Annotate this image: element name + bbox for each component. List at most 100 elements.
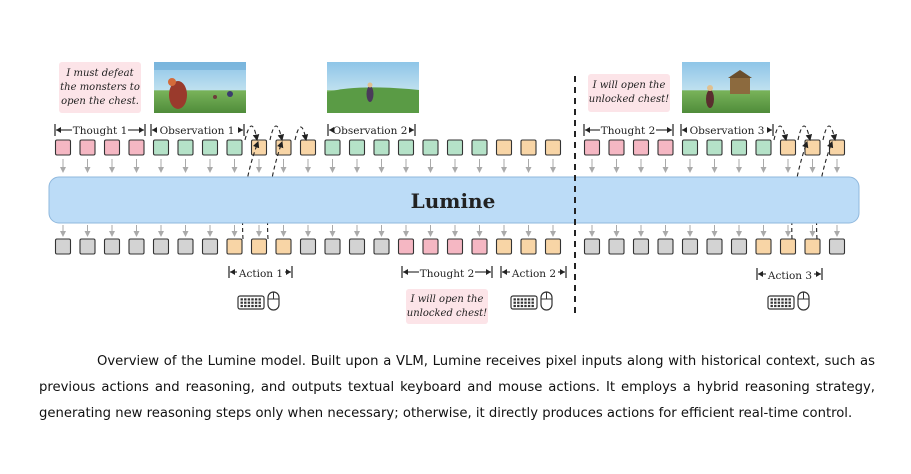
autoregressive-arc: [816, 140, 834, 240]
empty-token: [632, 238, 650, 255]
action-token: [226, 238, 243, 255]
thought-token: [54, 139, 72, 156]
empty-token: [657, 238, 674, 255]
game-screenshot-1: [154, 62, 246, 113]
empty-token: [128, 238, 145, 255]
span-bracket: [150, 124, 245, 136]
thought-token: [632, 139, 650, 156]
keyboard-mouse-icon: [510, 291, 553, 311]
observation-token: [373, 139, 390, 156]
action-token: [299, 139, 317, 156]
thought-token: [583, 139, 601, 156]
label-action-3: Action 3: [767, 270, 812, 282]
empty-token: [348, 238, 366, 255]
output-token-row: [54, 238, 846, 255]
action-token: [275, 238, 292, 255]
empty-token: [373, 238, 390, 255]
label-observation-1: Observation 1: [160, 125, 235, 137]
thought-bubble-bottom: I will open the unlocked chest!: [406, 289, 488, 324]
observation-token: [446, 139, 464, 156]
observation-token: [730, 139, 748, 156]
thought-token: [128, 139, 145, 156]
span-bracket: [680, 124, 774, 136]
thought-token: [397, 238, 415, 255]
action-token: [544, 139, 562, 156]
empty-token: [828, 238, 846, 255]
action-token: [804, 238, 821, 255]
autoregressive-arc: [791, 140, 809, 240]
input-token-row: [54, 139, 846, 156]
thought-bubble-line: unlocked chest!: [589, 94, 669, 105]
empty-token: [54, 238, 72, 255]
observation-token: [324, 139, 341, 156]
autoregressive-arcs: [242, 125, 838, 240]
thought-bubble-line: open the chest.: [61, 96, 139, 107]
thought-token: [608, 139, 625, 156]
empty-token: [201, 238, 219, 255]
span-bracket: [54, 124, 146, 136]
game-screenshot-2: [327, 62, 419, 113]
label-action-1: Action 1: [238, 268, 283, 280]
game-screenshot-3: [682, 62, 770, 113]
label-thought-2-output: Thought 2: [420, 268, 475, 280]
empty-token: [583, 238, 601, 255]
action-token: [544, 238, 562, 255]
empty-token: [681, 238, 699, 255]
empty-token: [152, 238, 170, 255]
autoregressive-arc: [269, 125, 285, 142]
label-thought-1: Thought 1: [73, 125, 128, 137]
action-token: [495, 238, 513, 255]
autoregressive-arc: [797, 125, 813, 142]
autoregressive-arc: [773, 125, 789, 142]
observation-token: [397, 139, 415, 156]
lumine-diagram: I must defeat the monsters to open the c…: [48, 62, 860, 324]
observation-token: [681, 139, 699, 156]
observation-token: [706, 139, 723, 156]
observation-token: [201, 139, 219, 156]
empty-token: [299, 238, 317, 255]
flow-arrows: [60, 159, 840, 237]
observation-token: [422, 139, 439, 156]
empty-token: [103, 238, 121, 255]
observation-token: [177, 139, 194, 156]
autoregressive-arc: [294, 126, 309, 142]
keyboard-mouse-icons: [237, 291, 810, 311]
empty-token: [608, 238, 625, 255]
autoregressive-arc: [244, 125, 260, 142]
label-thought-2: Thought 2: [601, 125, 656, 137]
action-token: [520, 139, 537, 156]
empty-token: [79, 238, 96, 255]
figure-caption: Overview of the Lumine model. Built upon…: [39, 354, 875, 421]
span-bracket: [327, 124, 416, 136]
thought-bubble-top-left: I must defeat the monsters to open the c…: [59, 62, 141, 113]
empty-token: [730, 238, 748, 255]
empty-token: [324, 238, 341, 255]
action-token: [250, 238, 268, 255]
thought-bubble-line: I will open the: [592, 80, 666, 91]
action-token: [520, 238, 537, 255]
span-bracket: [500, 266, 567, 278]
thought-bubble-line: the monsters to: [60, 82, 140, 93]
thought-token: [446, 238, 464, 255]
action-token: [779, 139, 797, 156]
empty-token: [706, 238, 723, 255]
thought-bubble-line: I must defeat: [65, 68, 134, 79]
label-observation-2: Observation 2: [333, 125, 408, 137]
thought-token: [79, 139, 96, 156]
thought-token: [657, 139, 674, 156]
span-bracket: [583, 124, 674, 136]
label-action-2: Action 2: [511, 268, 556, 280]
autoregressive-arc: [242, 140, 260, 240]
observation-token: [755, 139, 772, 156]
lumine-model-block: Lumine: [48, 176, 860, 224]
observation-token: [226, 139, 243, 156]
thought-bubble-top-right: I will open the unlocked chest!: [588, 74, 670, 112]
autoregressive-arc: [267, 140, 284, 240]
action-token: [779, 238, 797, 255]
observation-token: [348, 139, 366, 156]
thought-bubble-line: unlocked chest!: [407, 308, 487, 319]
empty-token: [177, 238, 194, 255]
thought-token: [471, 238, 488, 255]
observation-token: [152, 139, 170, 156]
action-token: [755, 238, 772, 255]
